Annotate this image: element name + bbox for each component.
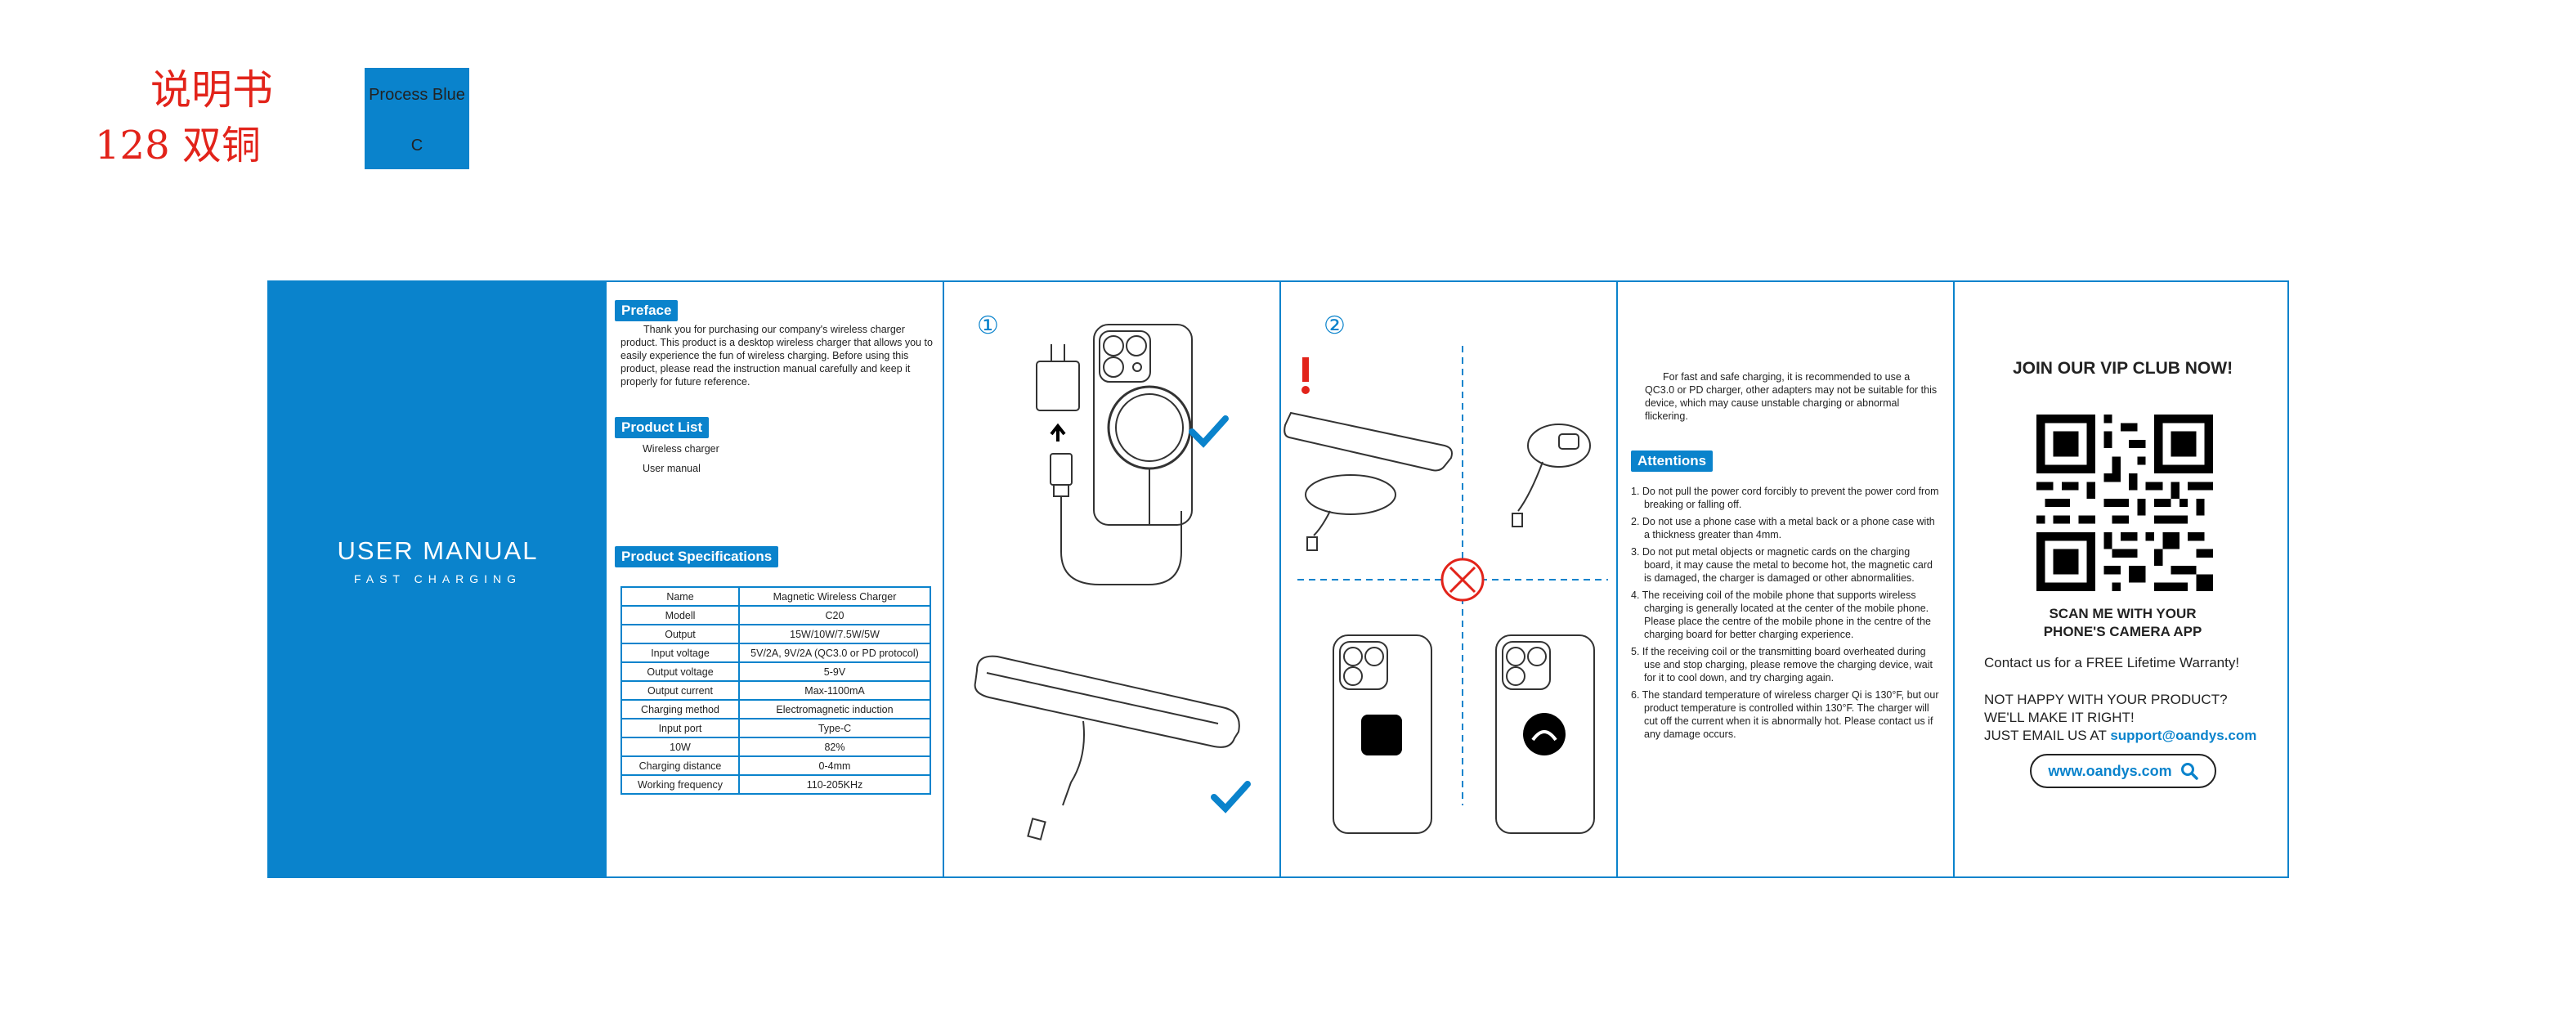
coil-position-icon xyxy=(1523,713,1566,755)
check-icon xyxy=(1211,781,1251,814)
list-item: 6. The standard temperature of wireless … xyxy=(1631,689,1939,740)
power-adapter-icon xyxy=(1036,361,1080,411)
print-note-paper: 128 双铜 xyxy=(95,123,261,168)
phone-side-icon xyxy=(974,655,1240,748)
scan-line: PHONE'S CAMERA APP xyxy=(2043,624,2202,639)
attentions-intro: For fast and safe charging, it is recomm… xyxy=(1645,371,1938,422)
spec-key: Output xyxy=(620,624,740,644)
swatch-code: C xyxy=(410,137,423,155)
spec-value: C20 xyxy=(738,605,931,625)
vip-title: JOIN OUR VIP CLUB NOW! xyxy=(2012,359,2233,378)
step1-illustration xyxy=(974,324,1251,840)
spec-value: 5V/2A, 9V/2A (QC3.0 or PD protocol) xyxy=(738,643,931,663)
spec-value: 110-205KHz xyxy=(738,774,931,795)
make-right-text: WE'LL MAKE IT RIGHT! xyxy=(1984,710,2135,725)
cable-icon xyxy=(1062,720,1085,806)
spec-key: Name xyxy=(620,586,740,607)
attentions-heading: Attentions xyxy=(1631,451,1714,472)
vip-panel: JOIN OUR VIP CLUB NOW! SCAN ME WITH YOUR… xyxy=(1955,282,2291,876)
product-list-item: User manual xyxy=(643,463,701,474)
charger-pad-icon xyxy=(1107,385,1192,470)
spec-value: Type-C xyxy=(738,718,931,738)
preface-heading: Preface xyxy=(615,300,679,321)
list-item: 5. If the receiving coil or the transmit… xyxy=(1631,646,1933,684)
spec-key: Output voltage xyxy=(620,661,740,682)
spec-value: 82% xyxy=(738,737,931,757)
step1-panel: ① xyxy=(944,282,1281,876)
warning-icon xyxy=(1302,357,1309,382)
step1-number: ① xyxy=(977,312,999,340)
website-pill[interactable]: www.oandys.com xyxy=(2030,754,2216,788)
step2-illustration xyxy=(1284,346,1608,834)
scan-line: SCAN ME WITH YOUR xyxy=(2049,606,2197,621)
check-icon xyxy=(1189,415,1229,448)
arrow-up-icon xyxy=(1050,423,1066,442)
cover-title: USER MANUAL xyxy=(337,536,539,565)
spec-value: Max-1100mA xyxy=(738,680,931,701)
list-item: 2. Do not use a phone case with a metal … xyxy=(1631,516,1935,540)
specs-heading: Product Specifications xyxy=(615,546,779,567)
search-icon xyxy=(2180,763,2198,780)
spec-key: Input port xyxy=(620,718,740,738)
spec-value: 15W/10W/7.5W/5W xyxy=(738,624,931,644)
charger-pad-icon xyxy=(1527,424,1591,468)
spec-value: Electromagnetic induction xyxy=(738,699,931,719)
step2-panel: ② xyxy=(1281,282,1618,876)
attentions-panel: For fast and safe charging, it is recomm… xyxy=(1618,282,1955,876)
spec-value: 5-9V xyxy=(738,661,931,682)
preface-body: Thank you for purchasing our company's w… xyxy=(620,324,933,388)
info-panel: Preface Thank you for purchasing our com… xyxy=(607,282,944,876)
scan-instruction: SCAN ME WITH YOUR PHONE'S CAMERA APP xyxy=(1955,605,2291,641)
phone-back-icon xyxy=(1093,324,1193,526)
product-list-item: Wireless charger xyxy=(643,443,719,455)
website-link[interactable]: www.oandys.com xyxy=(2048,762,2172,779)
print-note-title: 说明书 xyxy=(150,66,273,114)
color-swatch: Process Blue C xyxy=(365,68,469,169)
product-list-heading: Product List xyxy=(615,417,710,438)
spec-value: Magnetic Wireless Charger xyxy=(738,586,931,607)
support-email-link[interactable]: support@oandys.com xyxy=(2110,728,2257,743)
step2-number: ② xyxy=(1324,312,1346,340)
manual-sheet: USER MANUAL FAST CHARGING Preface Thank … xyxy=(267,280,2289,878)
usb-plug-icon xyxy=(1050,453,1073,486)
spec-key: Charging method xyxy=(620,699,740,719)
spec-value: 0-4mm xyxy=(738,755,931,776)
spec-key: Modell xyxy=(620,605,740,625)
warranty-text: Contact us for a FREE Lifetime Warranty! xyxy=(1984,655,2240,670)
attentions-list: 1. Do not pull the power cord forcibly t… xyxy=(1631,485,1942,745)
list-item: 4. The receiving coil of the mobile phon… xyxy=(1631,589,1931,640)
list-item: 1. Do not pull the power cord forcibly t… xyxy=(1631,486,1939,510)
spec-key: Input voltage xyxy=(620,643,740,663)
spec-key: 10W xyxy=(620,737,740,757)
email-line: JUST EMAIL US AT support@oandys.com xyxy=(1984,727,2256,745)
magnetic-card-icon xyxy=(1361,715,1402,755)
cover-panel: USER MANUAL FAST CHARGING xyxy=(269,282,607,876)
swatch-label: Process Blue xyxy=(369,86,465,104)
unhappy-text: NOT HAPPY WITH YOUR PRODUCT? xyxy=(1984,692,2228,707)
cover-subtitle: FAST CHARGING xyxy=(353,572,522,585)
phone-back-icon xyxy=(1333,634,1432,834)
email-prefix: JUST EMAIL US AT xyxy=(1984,728,2111,743)
spec-key: Charging distance xyxy=(620,755,740,776)
phone-back-icon xyxy=(1495,634,1595,834)
spec-key: Output current xyxy=(620,680,740,701)
list-item: 3. Do not put metal objects or magnetic … xyxy=(1631,546,1933,584)
qr-code-icon[interactable] xyxy=(2036,415,2213,591)
spec-key: Working frequency xyxy=(620,774,740,795)
